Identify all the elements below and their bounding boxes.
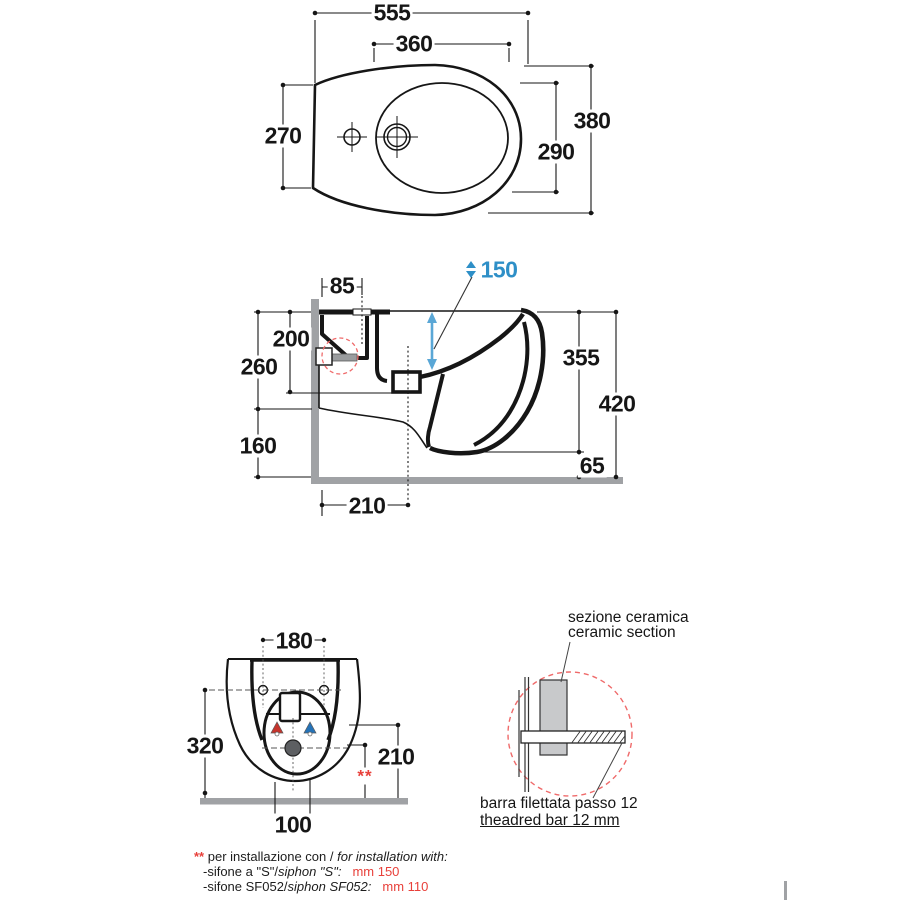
top-view [280,10,594,217]
dim-wall-to-outlet: 210 [346,492,388,519]
page-corner-mark [784,881,787,900]
footnote-siphon-sf052: -sifone SF052/siphon SF052:mm 110 [203,879,429,894]
rear-dimension-ticks [202,637,401,821]
dim-bottom-clearance: 65 [577,452,607,479]
ceramic-section-label-it: sezione ceramica [568,609,689,626]
dim-outlet-width: 100 [272,811,314,838]
ceramic-section-block [539,679,568,756]
dim-wall-to-taphole: 85 [327,272,357,299]
label-leader-lines [560,641,623,799]
footnote-marker: ** [194,849,205,864]
side-view [254,261,623,516]
dim-depth-left: 270 [262,122,304,149]
rear-centerlines [209,646,347,792]
floor-rear [200,798,408,805]
basin-outline [375,82,509,194]
threaded-bar-hatch [571,731,625,743]
top-view-dimension-lines [282,12,594,214]
wall [311,299,319,484]
drain-plug [284,739,302,757]
down-arrow-icon [466,271,476,278]
dim-water-jet-height: 150 [480,256,518,283]
cold-water-icon [303,721,317,734]
drain-outlet-box [391,370,422,394]
dim-overall-width: 555 [371,0,413,26]
floor [311,477,623,484]
dim-rim-to-outlet: 200 [270,325,312,352]
dim-depth-overall: 380 [571,107,613,134]
ceramic-section-label-en: ceramic section [568,624,676,641]
taphole-crosshair [337,122,367,152]
dim-rim-to-underside: 260 [238,353,280,380]
dim-depth-basin: 290 [535,138,577,165]
threaded-bar-label-en: theadred bar 12 mm [480,812,620,829]
threaded-bar-label-it: barra filettata passo 12 [480,795,638,812]
dim-inlet-height: 210 [375,743,417,770]
hot-water-icon [270,721,284,734]
water-jet-dimension [427,261,476,370]
bolt-detail-circle [321,337,359,375]
dim-total-height: 420 [596,390,638,417]
dim-underside-height: 355 [560,344,602,371]
bidet-top-outline [311,63,523,217]
siphon-note-marker: ** [355,766,375,786]
dim-fixing-height: 320 [184,732,226,759]
dim-underside-to-floor: 160 [237,432,279,459]
footnote-siphon-s: -sifone a "S"/siphon "S":mm 150 [203,864,400,879]
detail-circle [507,671,633,797]
fixing-bolt [315,337,359,375]
dim-taphole-width: 360 [393,30,435,57]
footnote-intro: ** per installazione con / for installat… [194,849,448,864]
overflow-slot [278,691,302,723]
threaded-bar [520,730,626,744]
drain-crosshair [376,116,418,158]
top-view-dimension-ticks [280,10,594,216]
side-view-dimension-lines [254,278,618,516]
up-arrow-icon [466,261,476,268]
detail-view [507,641,633,799]
rear-view [200,637,408,833]
water-inlet-symbols [270,721,317,737]
dim-fixing-centres: 180 [273,627,315,654]
